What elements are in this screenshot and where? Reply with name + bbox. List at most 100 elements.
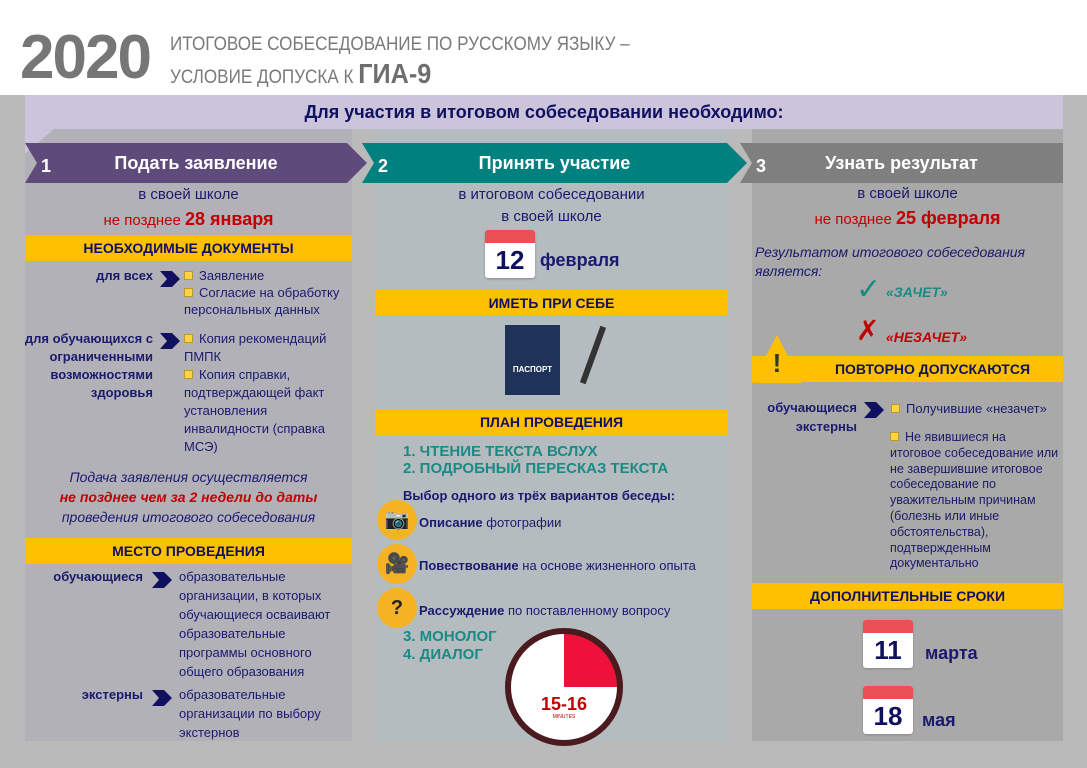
plan-item-3: 3. МОНОЛОГ [403,628,497,645]
place-who: экстерны [81,687,143,702]
place-what: образовательные организации, в которых о… [179,569,331,679]
bullet-icon [890,432,899,441]
item-text: Получившие «незачет» [906,401,1047,416]
extra-title: ДОПОЛНИТЕЛЬНЫЕ СРОКИ [752,583,1063,609]
calendar-icon: 18 [863,686,913,734]
step-number: 3 [756,156,767,176]
timer-icon: 15-16 MINUTES [505,628,623,746]
deadline-date: 28 января [185,209,274,229]
date-day: 12 [495,245,525,275]
doc-item: Согласие на обработку персональных данны… [184,285,340,317]
place-title: МЕСТО ПРОВЕДЕНИЯ [25,538,352,564]
chevron-icon [160,271,180,287]
option-bold: Повествование [419,558,519,573]
date-month: мая [922,710,956,730]
option-rest: по поставленному вопросу [504,603,671,618]
plan-item-4: 4. ДИАЛОГ [403,646,483,663]
date-day: 11 [874,635,902,665]
camera-icon: 📷 [377,500,417,540]
retake-title: ПОВТОРНО ДОПУСКАЮТСЯ [752,356,1063,382]
place-who: обучающиеся [53,569,143,584]
step-number: 1 [41,156,52,176]
year: 2020 [20,23,152,92]
note-line: не позднее чем за 2 недели до даты [59,489,318,505]
participate-line2: в своей школе [501,208,602,225]
plan-title: ПЛАН ПРОВЕДЕНИЯ [375,409,728,435]
title-text: УСЛОВИЕ ДОПУСКА К [170,67,354,88]
result-intro: Результатом итогового собеседования явля… [755,244,1026,279]
option-bold: Описание [419,515,483,530]
apply-deadline: не позднее 28 января [25,209,352,230]
bullet-icon [184,271,193,280]
chevron-icon [152,572,172,588]
step-title: Подать заявление [114,153,278,173]
docs-title: НЕОБХОДИМЫЕ ДОКУМЕНТЫ [25,235,352,261]
bullet-icon [184,334,193,343]
who-line: экстерны [795,419,857,434]
participate-line1: в итоговом собеседовании [458,186,645,203]
video-camera-icon: 🎥 [377,544,417,584]
apply-where: в своей школе [138,186,239,203]
title-line-2: УСЛОВИЕ ДОПУСКА К ГИА-9 [170,58,431,90]
fail-label: «НЕЗАЧЕТ» [886,329,968,345]
gia-label: ГИА-9 [358,58,432,89]
choice-label: Выбор одного из трёх вариантов беседы: [403,488,676,503]
step-2: 2 Принять участие [362,143,747,183]
check-icon: ✓ [856,273,882,306]
who-line: обучающиеся [767,400,857,415]
note-line: проведения итогового собеседования [61,509,316,525]
docs-who: для всех [96,268,153,283]
doc-item: Заявление [199,268,265,283]
cross-icon: ✗ [856,315,880,346]
retake-item: Не явившиеся на итоговое собеседование и… [890,430,1060,572]
deadline-prefix: не позднее [814,211,892,228]
step-3: 3 Узнать результат [740,143,1063,183]
option-bold: Рассуждение [419,603,505,618]
bullet-icon [891,404,900,413]
date-month: февраля [540,250,620,270]
option-description: Описание фотографии [419,514,561,531]
title-line-1: ИТОГОВОЕ СОБЕСЕДОВАНИЕ ПО РУССКОМУ ЯЗЫКУ… [170,34,630,55]
step-number: 2 [378,156,389,176]
date-month: марта [925,643,978,663]
header [0,0,1087,95]
chevron-icon [152,690,172,706]
option-rest: фотографии [482,515,562,530]
step-1: 1 Подать заявление [25,143,367,183]
timer-unit: MINUTES [552,714,576,720]
result-deadline: не позднее 25 февраля [752,208,1063,229]
plan-item-1: 1. ЧТЕНИЕ ТЕКСТА ВСЛУХ [403,443,598,460]
bring-title: ИМЕТЬ ПРИ СЕБЕ [375,290,728,316]
docs-who: для обучающихся с ограниченными возможно… [24,331,153,400]
panel-apply [25,128,352,741]
step-title: Узнать результат [825,153,978,173]
deadline-prefix: не позднее [103,212,181,229]
chevron-icon [160,333,180,349]
item-text: Не явившиеся на итоговое собеседование и… [890,430,1059,571]
timer-value: 15-16 [540,694,588,714]
banner: Для участия в итоговом собеседовании нео… [25,95,1063,129]
retake-item: Получившие «незачет» [891,400,1061,417]
doc-item: Копия рекомендаций ПМПК [184,331,327,364]
question-icon: ? [377,588,417,628]
deadline-date: 25 февраля [895,208,1001,228]
passport-icon: ПАСПОРТ [505,325,560,395]
calendar-icon: 12 [485,230,535,278]
place-what: образовательные организации по выбору эк… [179,687,321,740]
chevron-icon [864,402,884,418]
pass-label: «ЗАЧЕТ» [886,284,948,300]
note-line: Подача заявления осуществляется [69,469,308,485]
date-day: 18 [873,701,903,731]
option-rest: на основе жизненного опыта [518,558,696,573]
step-title: Принять участие [478,153,631,173]
result-where: в своей школе [857,185,958,202]
option-narrative: Повествование на основе жизненного опыта [419,557,696,574]
bullet-icon [184,370,193,379]
option-reasoning: Рассуждение по поставленному вопросу [419,602,670,619]
bullet-icon [184,288,193,297]
calendar-icon: 11 [863,620,913,668]
retake-who: обучающиеся экстерны [752,398,857,436]
plan-item-2: 2. ПОДРОБНЫЙ ПЕРЕСКАЗ ТЕКСТА [403,460,669,477]
